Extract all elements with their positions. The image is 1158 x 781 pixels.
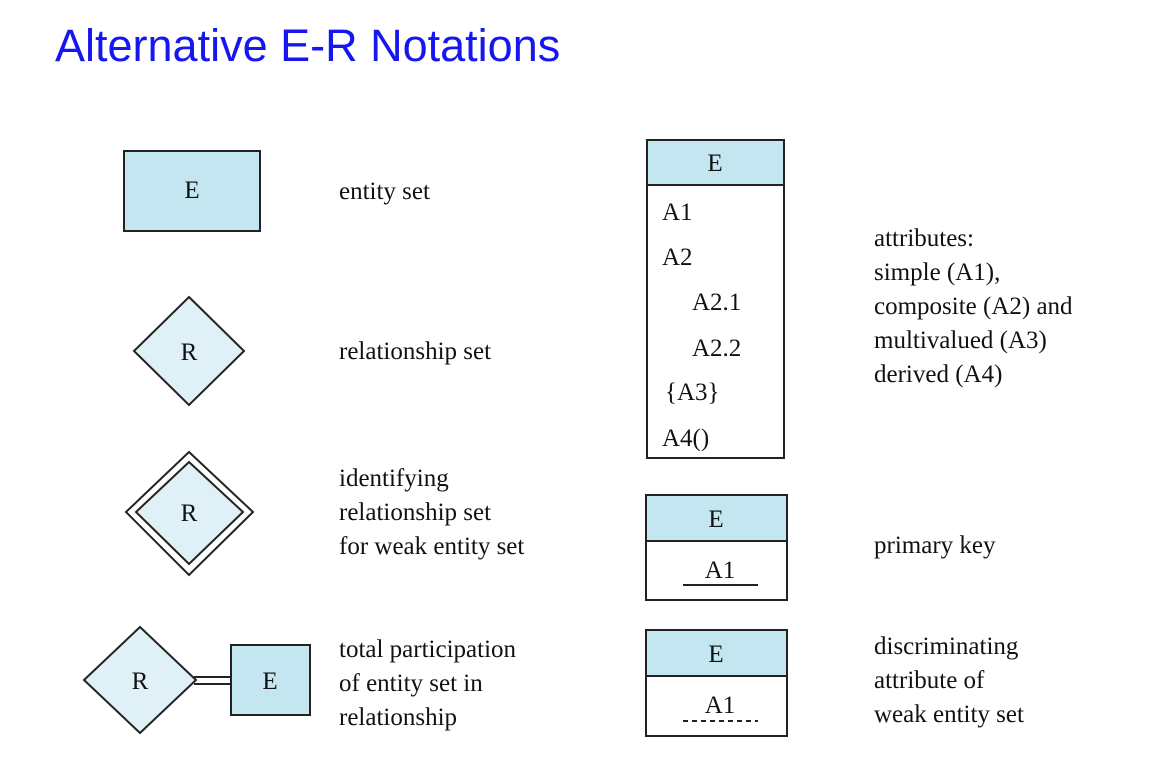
attributes-label: attributes: simple (A1), composite (A2) … — [874, 222, 1073, 392]
discriminating-label: discriminating attribute of weak entity … — [874, 630, 1024, 732]
discriminator-box-header: E — [708, 641, 723, 668]
identifying-label-line: for weak entity set — [339, 533, 525, 560]
total-participation-label-line: of entity set in — [339, 670, 483, 697]
primary-key-attribute: A1 — [705, 557, 736, 584]
identifying-relationship-label: identifying relationship set for weak en… — [339, 462, 524, 564]
total-participation-label-line: total participation — [339, 636, 517, 663]
attributes-label-line: multivalued (A3) — [874, 327, 1047, 354]
primary-key-label: primary key — [874, 532, 996, 559]
attributes-label-line: composite (A2) and — [874, 293, 1073, 320]
attributes-label-line: simple (A1), — [874, 259, 1001, 286]
discriminator-box: E A1 — [645, 629, 788, 737]
discriminator-attribute: A1 — [705, 692, 736, 719]
total-participation-label-line: relationship — [339, 704, 458, 731]
relationship-set-label: relationship set — [339, 338, 492, 365]
discriminating-label-line: weak entity set — [874, 701, 1024, 728]
attribute-a3: {A3} — [665, 379, 720, 406]
primary-key-box: E A1 — [645, 494, 788, 601]
relationship-symbol-label: R — [181, 339, 198, 366]
attribute-a1: A1 — [662, 199, 693, 226]
attribute-entity-box: E A1 A2 A2.1 A2.2 {A3} A4() — [646, 139, 785, 459]
total-participation-relationship-label: R — [132, 668, 149, 695]
identifying-relationship-symbol-label: R — [181, 500, 198, 527]
total-participation-symbol: R E — [82, 625, 311, 735]
discriminating-label-line: discriminating — [874, 633, 1019, 660]
attribute-a4: A4() — [662, 425, 709, 452]
total-participation-label: total participation of entity set in rel… — [339, 633, 516, 735]
relationship-set-symbol: R — [132, 295, 246, 407]
attributes-label-line: derived (A4) — [874, 361, 1003, 388]
primary-key-box-header: E — [708, 506, 723, 533]
attributes-label-line: attributes: — [874, 225, 974, 252]
entity-set-symbol: E — [123, 150, 261, 232]
attribute-a2-2: A2.2 — [692, 335, 741, 362]
total-participation-entity-label: E — [262, 668, 277, 695]
attribute-a2-1: A2.1 — [692, 289, 741, 316]
identifying-label-line: relationship set — [339, 499, 492, 526]
entity-symbol-label: E — [184, 177, 199, 204]
identifying-relationship-symbol: R — [124, 450, 255, 577]
attribute-box-header: E — [707, 150, 722, 177]
identifying-label-line: identifying — [339, 465, 449, 492]
discriminating-label-line: attribute of — [874, 667, 985, 694]
entity-set-label: entity set — [339, 178, 430, 205]
attribute-a2: A2 — [662, 244, 693, 271]
page-title: Alternative E-R Notations — [55, 20, 561, 71]
